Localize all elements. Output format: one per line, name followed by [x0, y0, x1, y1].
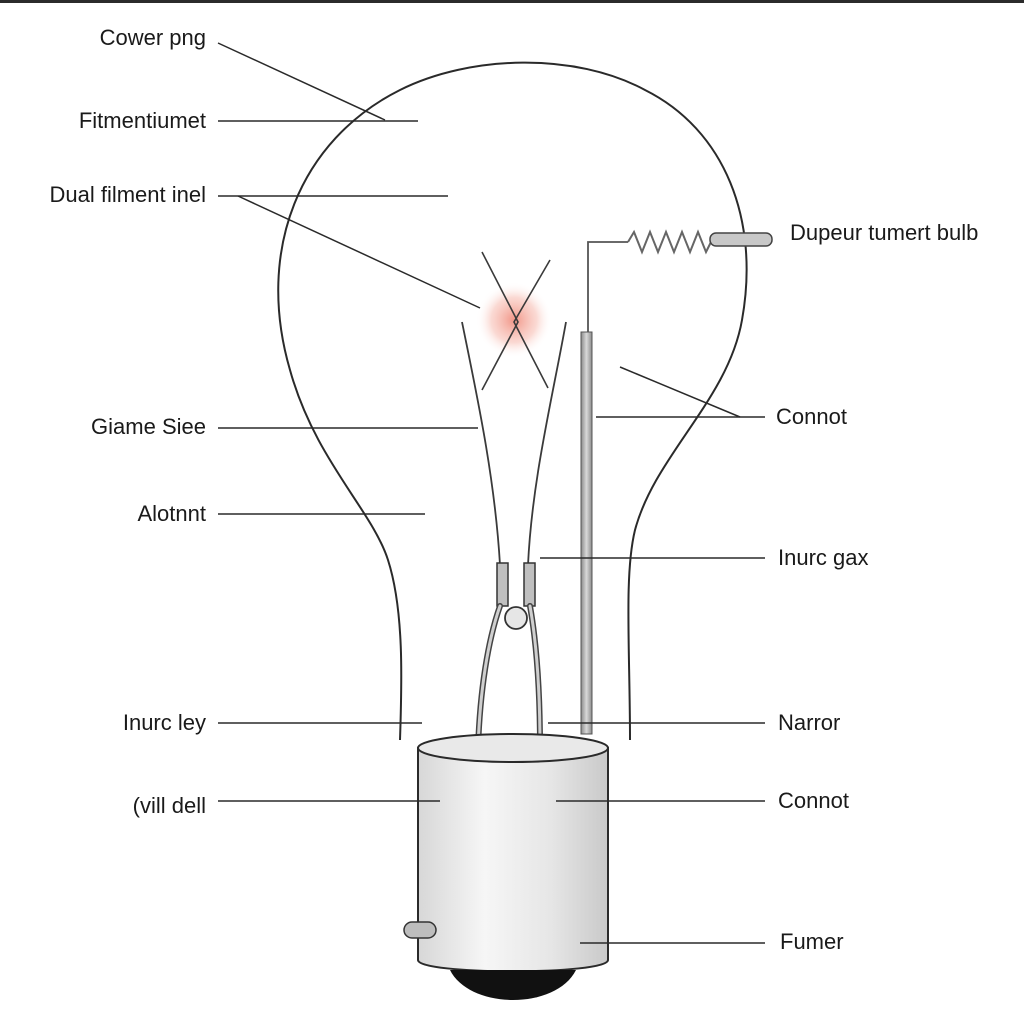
clamp [475, 562, 543, 751]
label-dupeur-tumert-bulb: Dupeur tumert bulb [790, 220, 979, 245]
label-cower-png: Cower png [99, 25, 206, 50]
top-border [0, 0, 1024, 3]
glass-envelope [277, 61, 748, 741]
contact-pin [709, 232, 773, 247]
support-rod [580, 331, 593, 735]
bayonet-pin [403, 921, 437, 939]
label-fitmentiumet: Fitmentiumet [78, 108, 206, 133]
label-connot-1: Connot [776, 404, 847, 429]
label-narror: Narror [778, 710, 841, 735]
bulb-base [403, 733, 609, 1000]
label-fumer: Fumer [780, 929, 844, 954]
label-dual-filament: Dual filment inel [49, 182, 206, 207]
label-inurc-gax: Inurc gax [778, 545, 869, 570]
rod-top-wire [587, 241, 628, 332]
filament-glow [476, 282, 552, 358]
lead-wires [461, 321, 567, 566]
label-cvill-dell: (vill dell [132, 793, 206, 818]
label-giame-siee: Giame Siee [91, 414, 206, 439]
filament [481, 251, 551, 391]
label-alotnnt: Alotnnt [137, 501, 207, 526]
coil-spring [627, 229, 713, 255]
label-connot-2: Connot [778, 788, 849, 813]
label-inurc-ley: Inurc ley [122, 710, 206, 735]
leader-lines [217, 42, 765, 944]
